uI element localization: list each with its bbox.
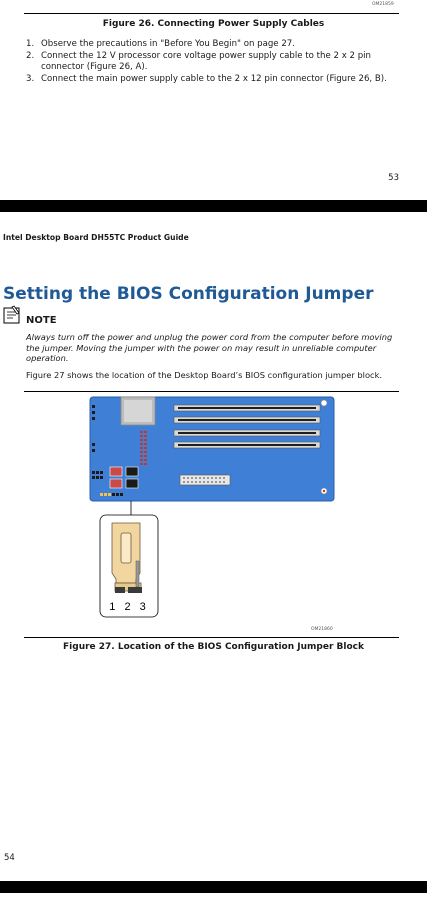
figure-caption: Figure 27. Location of the BIOS Configur… bbox=[63, 642, 364, 652]
figure-top-rule bbox=[24, 13, 399, 14]
figure-code: OM21860 bbox=[311, 627, 333, 632]
list-item: 1.Observe the precautions in "Before You… bbox=[26, 39, 295, 49]
figure-caption: Figure 26. Connecting Power Supply Cable… bbox=[102, 19, 325, 29]
board-figure: 1 2 3 bbox=[88, 395, 338, 635]
jumper-pin-labels: 1 2 3 bbox=[109, 601, 148, 613]
section-heading: Setting the BIOS Configuration Jumper bbox=[3, 284, 374, 304]
note-icon bbox=[3, 305, 21, 325]
figure-bottom-rule bbox=[24, 637, 399, 638]
mounting-hole bbox=[320, 399, 328, 407]
power-connector bbox=[179, 474, 231, 486]
page-separator bbox=[0, 881, 427, 893]
figure-top-rule bbox=[24, 391, 399, 392]
page-number: 53 bbox=[388, 173, 399, 183]
note-label: NOTE bbox=[26, 315, 57, 326]
page-number: 54 bbox=[4, 853, 15, 863]
list-item: 2.Connect the 12 V processor core voltag… bbox=[26, 50, 371, 73]
instruction-list: 1.Observe the precautions in "Before You… bbox=[26, 39, 396, 85]
figure-code: OM21859 bbox=[372, 2, 394, 7]
page-separator bbox=[0, 200, 427, 212]
note-text: Always turn off the power and unplug the… bbox=[26, 332, 393, 363]
list-item: 3.Connect the main power supply cable to… bbox=[26, 73, 387, 84]
memory-slots bbox=[173, 404, 321, 449]
running-header: Intel Desktop Board DH55TC Product Guide bbox=[3, 233, 189, 242]
body-paragraph: Figure 27 shows the location of the Desk… bbox=[26, 370, 383, 380]
sata-ports bbox=[109, 466, 139, 489]
